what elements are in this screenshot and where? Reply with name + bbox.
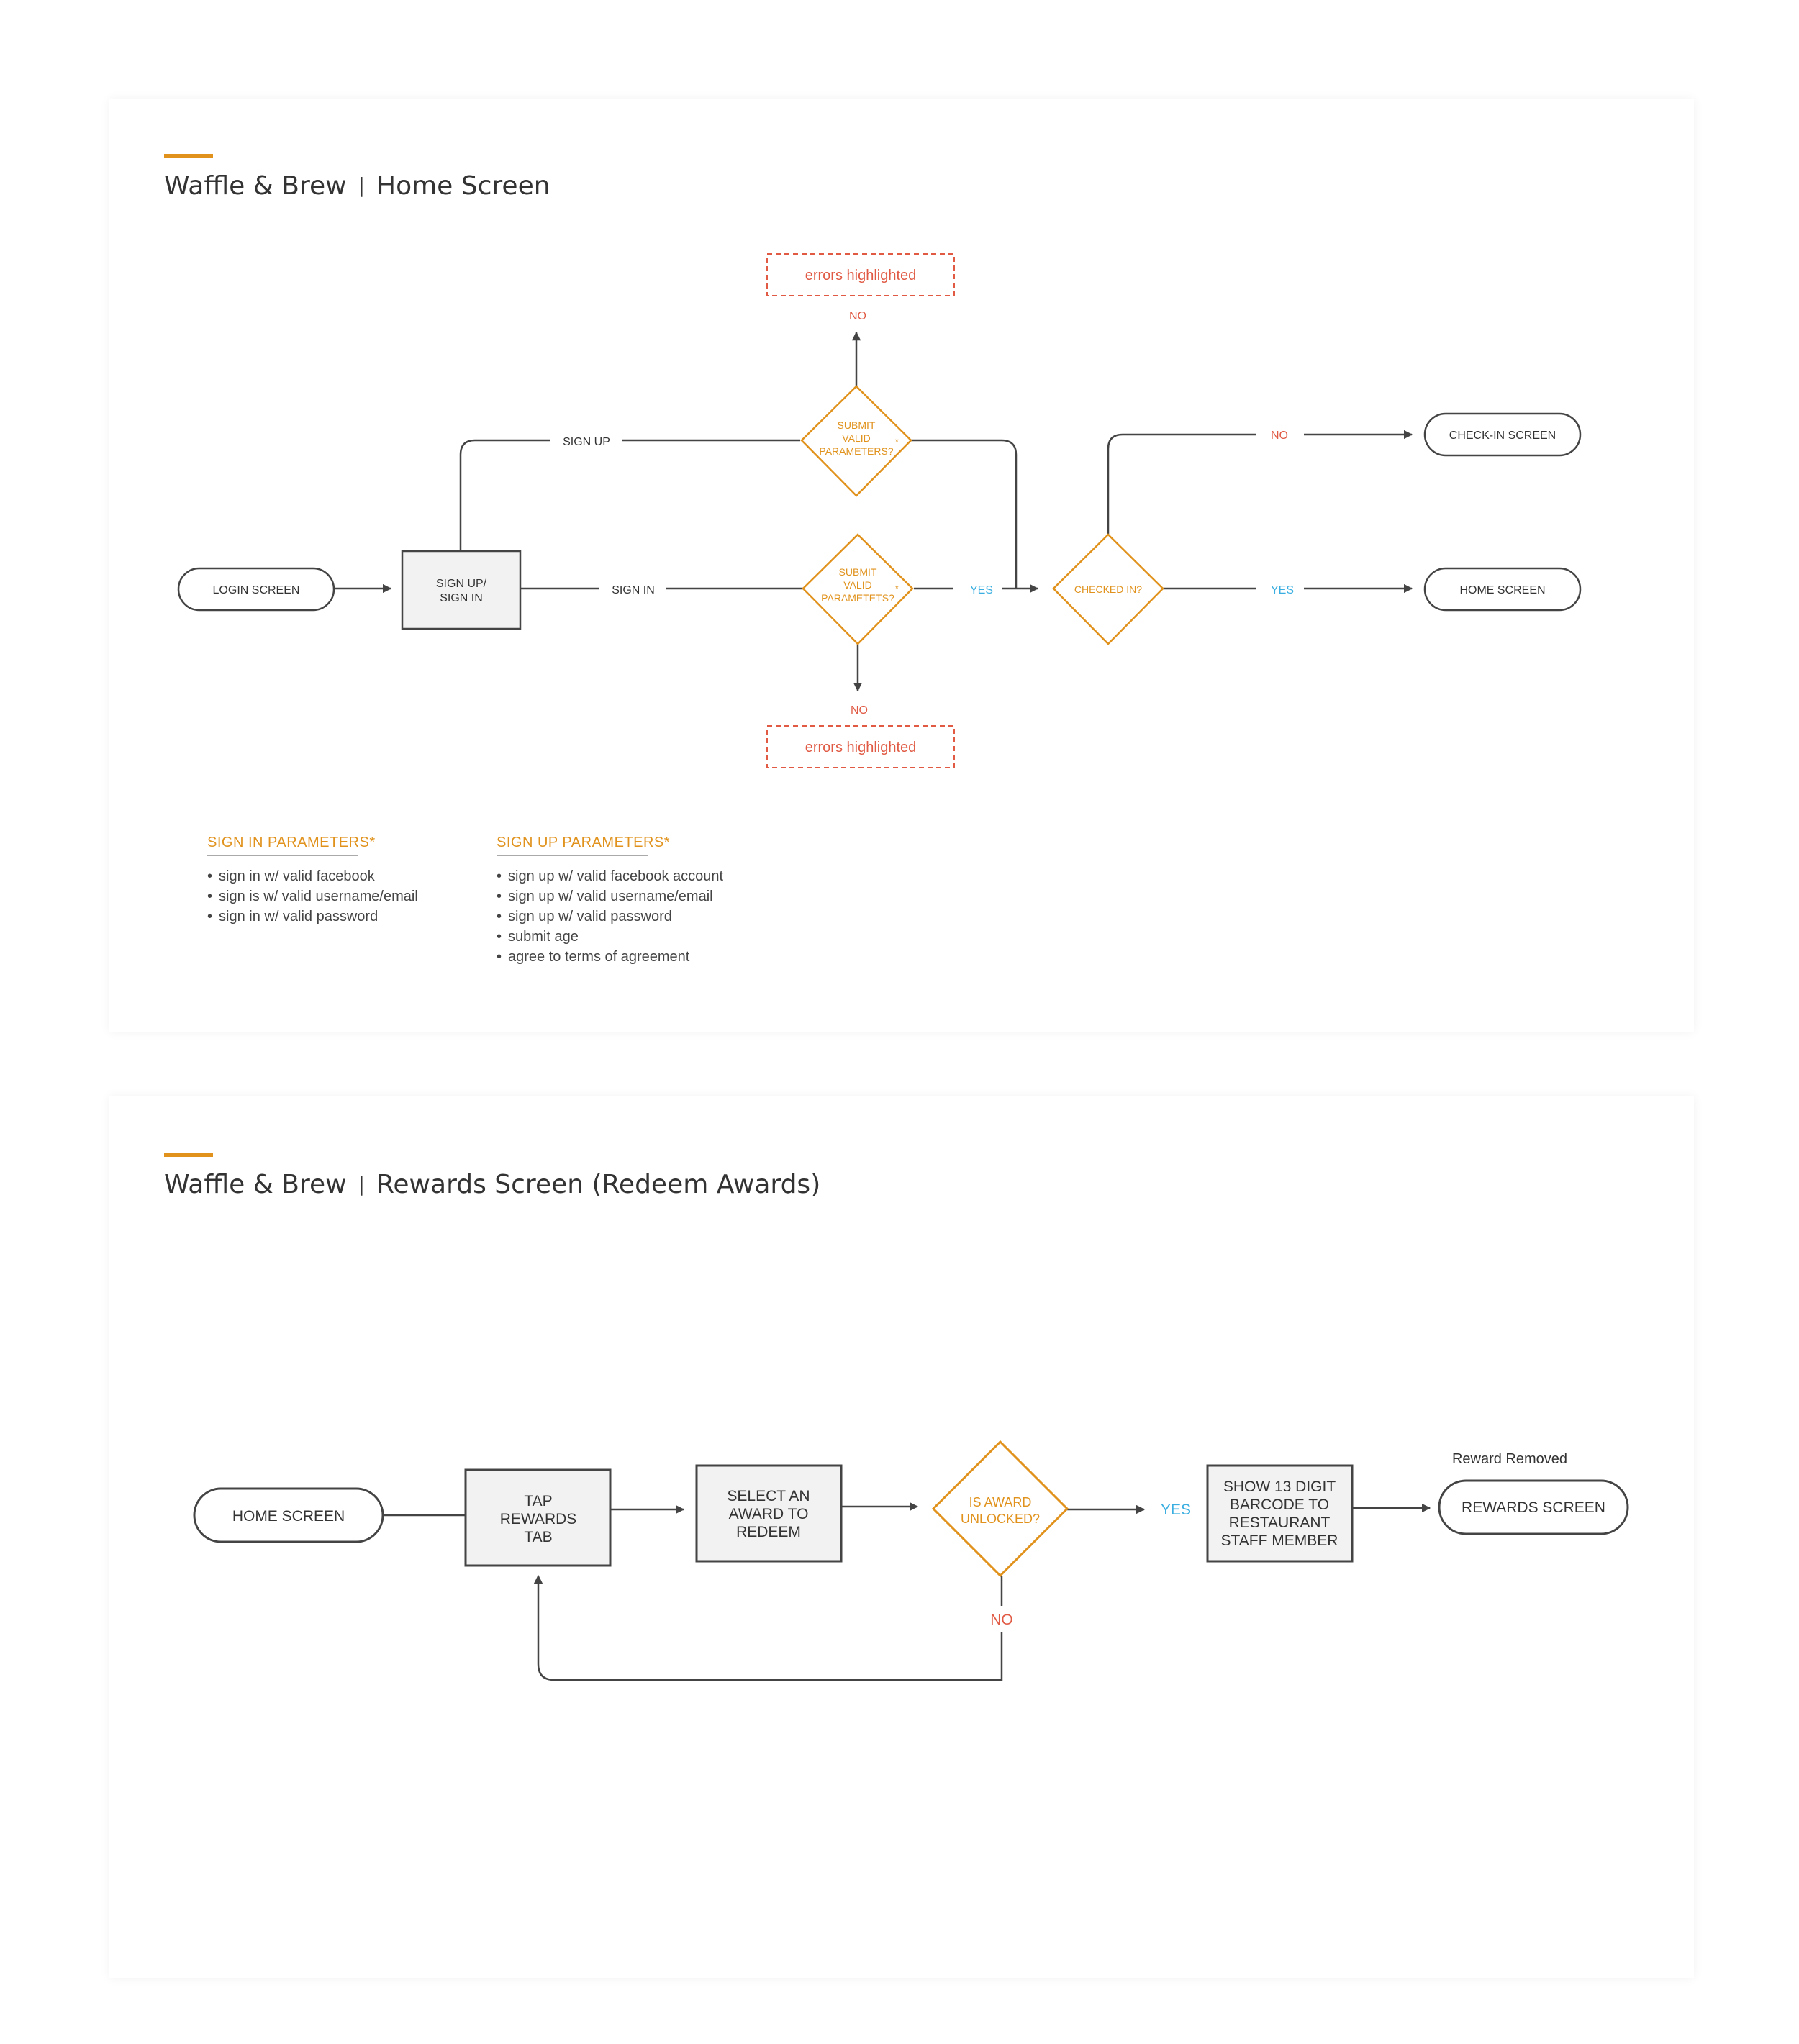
no-label: NO: [851, 704, 868, 717]
yes-label: YES: [1271, 584, 1294, 596]
list-item: •sign up w/ valid username/email: [497, 889, 713, 904]
rewards-screen-node: REWARDS SCREEN: [1438, 1479, 1629, 1535]
screen-name: Rewards Screen (Redeem Awards): [376, 1170, 821, 1199]
title-separator: |: [358, 1172, 366, 1196]
screen-name: Home Screen: [376, 171, 550, 201]
svg-text:HOME SCREEN: HOME SCREEN: [232, 1508, 345, 1525]
sign-in-parameters-title: SIGN IN PARAMETERS*: [207, 835, 376, 850]
select-award-node: SELECT AN AWARD TO REDEEM: [695, 1464, 843, 1563]
svg-text:VALID: VALID: [842, 432, 870, 444]
connector-line: [459, 439, 550, 550]
yes-label: YES: [1161, 1502, 1191, 1518]
svg-text:LOGIN SCREEN: LOGIN SCREEN: [213, 584, 300, 596]
no-label: NO: [849, 310, 866, 322]
title-separator: |: [358, 173, 366, 197]
home-screen-node: HOME SCREEN: [1423, 567, 1582, 612]
errors-highlighted-top: errors highlighted: [766, 253, 955, 296]
check-in-screen-node: CHECK-IN SCREEN: [1423, 412, 1582, 457]
reward-removed-note: Reward Removed: [1452, 1451, 1567, 1467]
svg-text:*: *: [895, 437, 899, 447]
svg-text:SIGN IN: SIGN IN: [440, 592, 483, 604]
loop-back-arrow: [533, 1574, 1003, 1681]
accent-bar: [164, 154, 213, 158]
home-flow-title: Waffle & Brew | Home Screen: [164, 171, 550, 201]
svg-text:SUBMIT: SUBMIT: [839, 566, 877, 578]
rewards-flow-card: Waffle & Brew | Rewards Screen (Redeem Awa…: [109, 1096, 1694, 1978]
svg-text:TAB: TAB: [524, 1529, 552, 1545]
sign-up-sign-in-node: SIGN UP/ SIGN IN: [401, 550, 522, 630]
errors-highlighted-bottom: errors highlighted: [766, 725, 955, 768]
yes-label: YES: [970, 584, 993, 596]
rewards-home-screen-node: HOME SCREEN: [193, 1487, 384, 1543]
sign-in-parameters: SIGN IN PARAMETERS* •sign in w/ valid fa…: [207, 835, 418, 927]
connector-line: [911, 439, 1018, 589]
list-item: •sign in w/ valid password: [207, 909, 379, 925]
svg-text:PARAMETERS?: PARAMETERS?: [819, 445, 893, 457]
sign-up-parameters: SIGN UP PARAMETERS* •sign up w/ valid fa…: [497, 835, 723, 967]
list-item: •sign up w/ valid facebook account: [497, 868, 724, 884]
svg-text:IS AWARD: IS AWARD: [969, 1495, 1032, 1509]
show-barcode-node: SHOW 13 DIGIT BARCODE TO RESTAURANT STAF…: [1206, 1464, 1354, 1563]
svg-text:AWARD TO: AWARD TO: [729, 1506, 809, 1522]
svg-text:CHECK-IN SCREEN: CHECK-IN SCREEN: [1449, 430, 1556, 442]
svg-text:SHOW 13 DIGIT: SHOW 13 DIGIT: [1223, 1479, 1336, 1495]
svg-text:VALID: VALID: [843, 579, 871, 591]
sign-in-valid-parameters-decision: SUBMIT VALID PARAMETETS? *: [802, 533, 914, 645]
is-award-unlocked-decision: IS AWARD UNLOCKED?: [931, 1440, 1069, 1578]
brand-name: Waffle & Brew: [164, 1170, 347, 1199]
svg-text:errors highlighted: errors highlighted: [805, 268, 917, 283]
svg-text:RESTAURANT: RESTAURANT: [1229, 1514, 1331, 1531]
sign-up-label: SIGN UP: [563, 436, 610, 448]
login-screen-node: LOGIN SCREEN: [177, 567, 335, 612]
list-item: •sign up w/ valid password: [497, 909, 672, 925]
checked-in-decision: CHECKED IN?: [1052, 533, 1164, 645]
rewards-flow-title: Waffle & Brew | Rewards Screen (Redeem Awa…: [164, 1170, 820, 1199]
svg-text:REDEEM: REDEEM: [736, 1524, 801, 1540]
svg-text:REWARDS: REWARDS: [500, 1511, 577, 1527]
divider: [207, 855, 358, 856]
connector-line: [1107, 433, 1256, 535]
no-label: NO: [990, 1612, 1013, 1628]
list-item: •sign in w/ valid facebook: [207, 868, 375, 884]
svg-text:errors highlighted: errors highlighted: [805, 740, 917, 755]
tap-rewards-tab-node: TAP REWARDS TAB: [464, 1468, 612, 1567]
sign-up-parameters-title: SIGN UP PARAMETERS*: [497, 835, 671, 850]
svg-text:UNLOCKED?: UNLOCKED?: [961, 1512, 1040, 1526]
svg-text:CHECKED IN?: CHECKED IN?: [1074, 583, 1142, 595]
svg-text:HOME SCREEN: HOME SCREEN: [1459, 584, 1545, 596]
svg-text:PARAMETETS?: PARAMETETS?: [821, 592, 894, 604]
svg-text:REWARDS SCREEN: REWARDS SCREEN: [1462, 1499, 1605, 1516]
brand-name: Waffle & Brew: [164, 171, 347, 201]
list-item: •submit age: [497, 929, 579, 945]
svg-text:BARCODE TO: BARCODE TO: [1230, 1496, 1329, 1513]
svg-text:SELECT AN: SELECT AN: [727, 1488, 810, 1504]
list-item: •agree to terms of agreement: [497, 949, 690, 965]
svg-text:TAP: TAP: [524, 1493, 552, 1509]
svg-text:SIGN UP/: SIGN UP/: [436, 578, 487, 590]
no-label: NO: [1271, 430, 1288, 442]
svg-text:SUBMIT: SUBMIT: [838, 419, 876, 431]
divider: [497, 855, 648, 856]
sign-in-label: SIGN IN: [612, 584, 655, 596]
list-item: •sign is w/ valid username/email: [207, 889, 418, 904]
svg-text:*: *: [895, 583, 899, 594]
accent-bar: [164, 1153, 213, 1157]
svg-text:STAFF MEMBER: STAFF MEMBER: [1221, 1532, 1338, 1549]
submit-valid-parameters-decision: SUBMIT VALID PARAMETERS? *: [800, 385, 912, 497]
